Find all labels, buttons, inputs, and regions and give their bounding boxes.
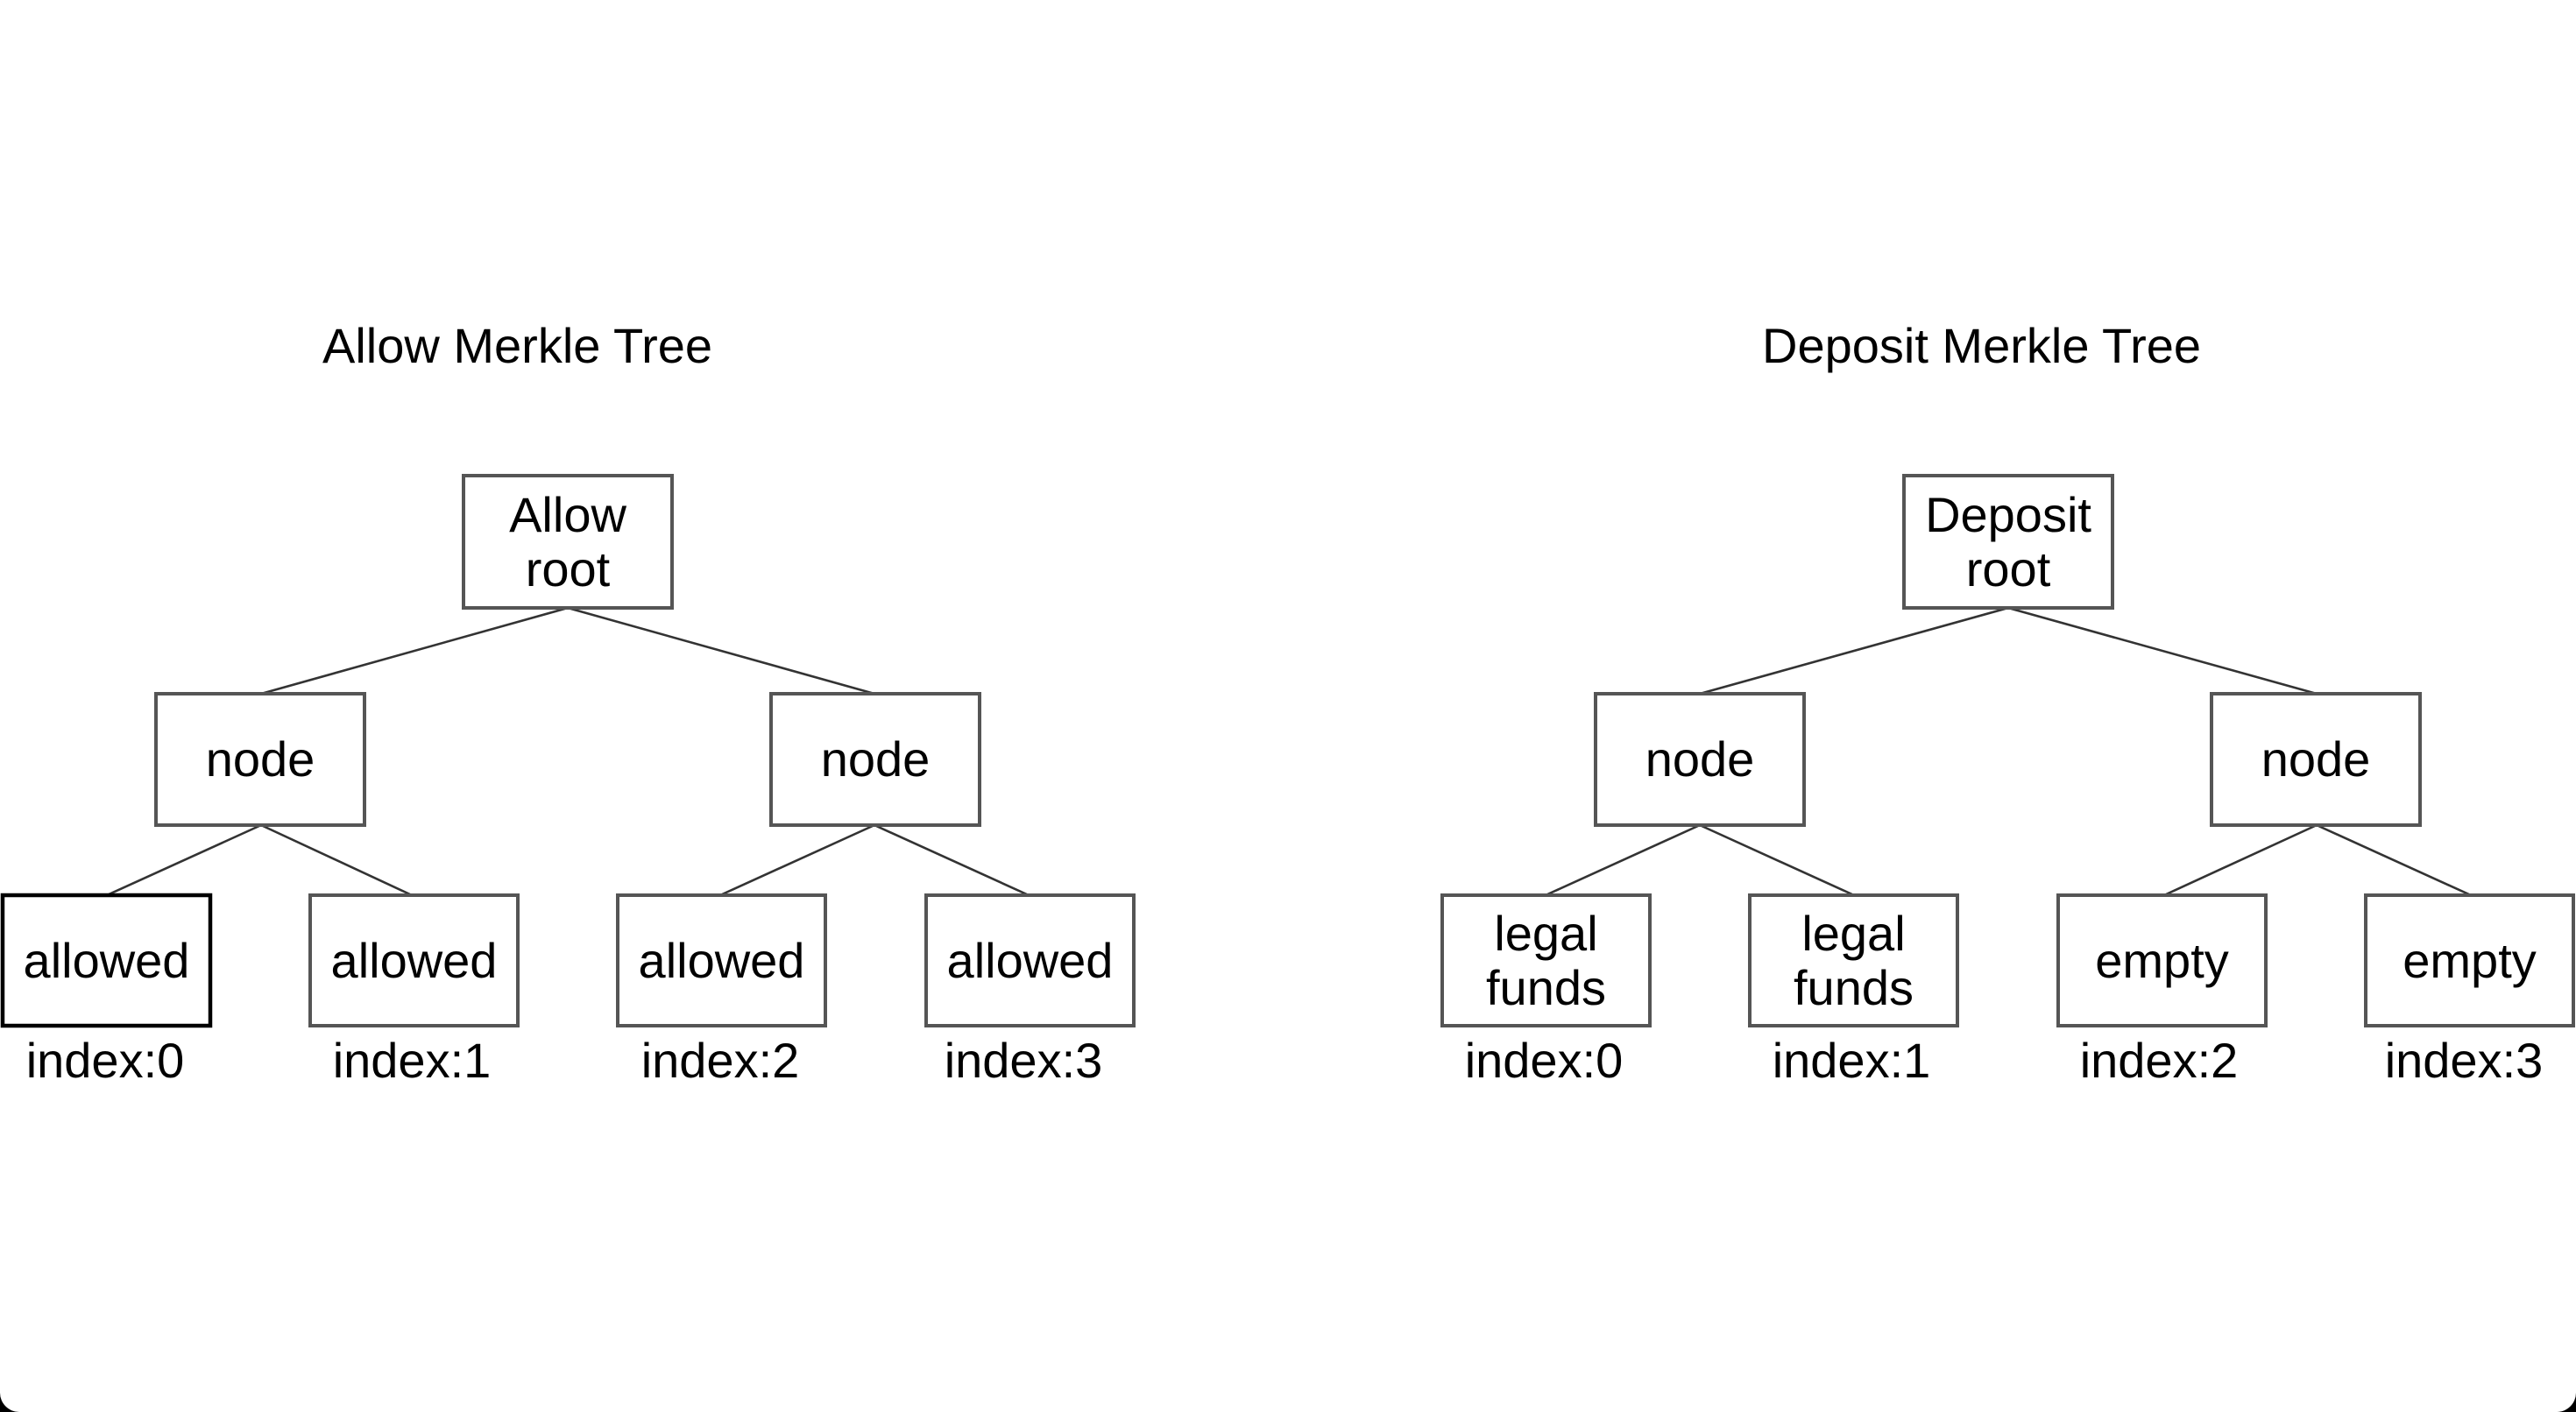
edge-allow-node-1-leaf-2 — [719, 823, 875, 897]
edge-allow-node-0-leaf-0 — [106, 823, 262, 897]
allow-index-label-2: index:2 — [640, 1033, 800, 1088]
edge-allow-root-node-0 — [260, 606, 569, 695]
deposit-root-label: Deposit root — [1925, 486, 2091, 597]
deposit-leaf-label-0: legal funds — [1486, 905, 1606, 1015]
allow-index-label-3: index:3 — [944, 1033, 1103, 1088]
box-deposit-leaf-3 — [2364, 893, 2575, 1027]
box-deposit-leaf-0 — [1440, 893, 1652, 1027]
box-deposit-node-0 — [1594, 692, 1806, 827]
edge-allow-node-1-leaf-3 — [874, 823, 1030, 897]
allow-node-label-1: node — [820, 731, 931, 787]
allow-leaf-label-3: allowed — [946, 932, 1114, 988]
allow-index-label-0: index:0 — [25, 1033, 185, 1088]
deposit-index-label-2: index:2 — [2079, 1033, 2239, 1088]
allow-node-label-0: node — [205, 731, 315, 787]
deposit-node-label-0: node — [1645, 731, 1755, 787]
allow-leaf-label-1: allowed — [330, 932, 498, 988]
box-allow-node-1 — [769, 692, 981, 827]
edge-allow-root-node-1 — [567, 606, 875, 695]
deposit-index-label-0: index:0 — [1464, 1033, 1624, 1088]
box-allow-node-0 — [154, 692, 366, 827]
edge-deposit-node-1-leaf-3 — [2316, 823, 2472, 897]
box-allow-leaf-0 — [0, 893, 213, 1028]
deposit-leaf-label-1: legal funds — [1794, 905, 1914, 1015]
allow-index-label-1: index:1 — [332, 1033, 492, 1088]
allow-leaf-label-0: allowed — [23, 932, 190, 988]
allow-tree-title: Allow Merkle Tree — [322, 318, 713, 373]
box-allow-leaf-1 — [308, 893, 520, 1027]
deposit-index-label-3: index:3 — [2384, 1033, 2544, 1088]
edge-deposit-root-node-1 — [2007, 606, 2318, 695]
box-deposit-leaf-2 — [2056, 893, 2268, 1027]
box-deposit-leaf-1 — [1748, 893, 1959, 1027]
edge-deposit-node-0-leaf-1 — [1699, 823, 1855, 897]
box-allow-leaf-2 — [616, 893, 827, 1027]
edge-deposit-root-node-0 — [1699, 606, 2009, 695]
deposit-tree-title: Deposit Merkle Tree — [1762, 318, 2202, 373]
edge-allow-node-0-leaf-1 — [260, 823, 413, 897]
box-deposit-node-1 — [2210, 692, 2422, 827]
allow-leaf-label-2: allowed — [638, 932, 805, 988]
allow-root-label: Allow root — [509, 486, 626, 597]
deposit-leaf-label-2: empty — [2095, 932, 2229, 988]
deposit-leaf-label-3: empty — [2403, 932, 2537, 988]
deposit-node-label-1: node — [2261, 731, 2371, 787]
box-deposit-root — [1902, 474, 2114, 610]
deposit-index-label-1: index:1 — [1772, 1033, 1931, 1088]
edge-deposit-node-1-leaf-2 — [2163, 823, 2318, 897]
edge-deposit-node-0-leaf-0 — [1545, 823, 1701, 897]
box-allow-root — [462, 474, 674, 610]
box-allow-leaf-3 — [924, 893, 1136, 1027]
